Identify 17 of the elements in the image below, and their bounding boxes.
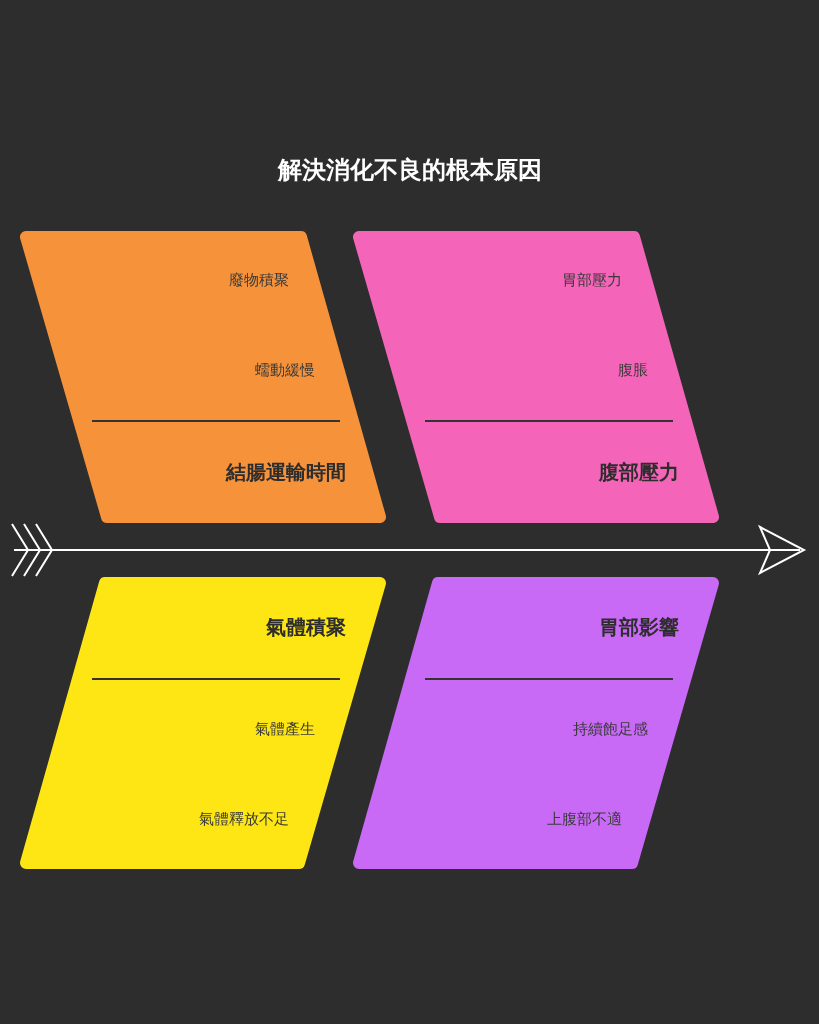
- cause-parallelogram: [20, 577, 386, 869]
- cause-text: 腹脹: [618, 360, 648, 380]
- category-heading: 胃部影響: [599, 614, 679, 640]
- cause-text: 氣體產生: [255, 719, 315, 739]
- cause-text: 胃部壓力: [562, 270, 622, 290]
- cause-parallelogram: [353, 577, 719, 869]
- cause-text: 氣體釋放不足: [199, 809, 289, 829]
- category-heading: 腹部壓力: [599, 459, 679, 485]
- category-heading: 氣體積聚: [266, 614, 346, 640]
- cause-text: 蠕動緩慢: [255, 360, 315, 380]
- cause-parallelogram: [20, 231, 386, 523]
- cause-text: 上腹部不適: [547, 809, 622, 829]
- category-heading: 結腸運輸時間: [226, 459, 346, 485]
- cause-parallelogram: [353, 231, 719, 523]
- cause-text: 廢物積聚: [229, 270, 289, 290]
- title: 解決消化不良的根本原因: [276, 154, 543, 186]
- cause-text: 持續飽足感: [573, 719, 648, 739]
